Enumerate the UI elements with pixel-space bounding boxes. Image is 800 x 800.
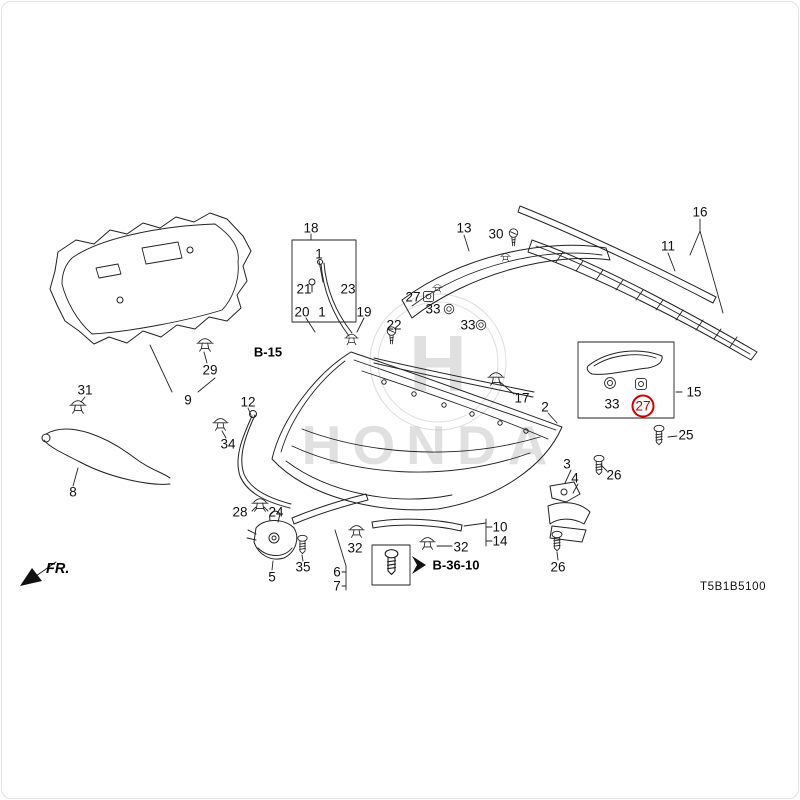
part-callout-27[interactable]: 27 bbox=[405, 289, 421, 305]
ref-label-B-36-10[interactable]: B-36-10 bbox=[432, 557, 480, 573]
part-callout-13[interactable]: 13 bbox=[456, 220, 472, 236]
part-callout-31[interactable]: 31 bbox=[77, 382, 93, 398]
part-callout-11[interactable]: 11 bbox=[660, 238, 676, 254]
part-callout-18[interactable]: 18 bbox=[303, 220, 319, 236]
part-callout-23[interactable]: 23 bbox=[340, 281, 356, 297]
part-callout-19[interactable]: 19 bbox=[356, 304, 372, 320]
part-callout-26[interactable]: 26 bbox=[606, 467, 622, 483]
part-callout-24[interactable]: 24 bbox=[268, 504, 284, 520]
diagram-code: T5B1B5100 bbox=[700, 581, 767, 593]
hood-wire-drawing bbox=[41, 400, 171, 485]
ref-arrow-icon bbox=[412, 556, 426, 574]
part-callout-5[interactable]: 5 bbox=[268, 569, 276, 585]
opener-group-drawing bbox=[291, 239, 359, 346]
part-callout-2[interactable]: 2 bbox=[541, 399, 549, 415]
part-callout-32[interactable]: 32 bbox=[347, 540, 363, 556]
part-callout-1[interactable]: 1 bbox=[318, 304, 326, 320]
part-callout-27-highlighted[interactable]: 27 bbox=[631, 394, 655, 418]
hood-panel-drawing bbox=[271, 351, 563, 511]
part-callout-15[interactable]: 15 bbox=[686, 384, 702, 400]
part-callout-14[interactable]: 14 bbox=[492, 533, 508, 549]
part-callout-20[interactable]: 20 bbox=[294, 304, 310, 320]
hood-hinge-drawing bbox=[547, 424, 665, 552]
honda-watermark: H HONDA bbox=[302, 293, 547, 476]
part-callout-6[interactable]: 6 bbox=[333, 564, 341, 580]
part-callout-33[interactable]: 33 bbox=[425, 301, 441, 317]
part-callout-21[interactable]: 21 bbox=[296, 281, 312, 297]
part-callout-8[interactable]: 8 bbox=[69, 484, 77, 500]
watermark-h-letter: H bbox=[409, 319, 467, 408]
part-callout-10[interactable]: 10 bbox=[492, 519, 508, 535]
part-callout-25[interactable]: 25 bbox=[678, 427, 694, 443]
fr-arrow-icon bbox=[20, 561, 57, 586]
part-callout-29[interactable]: 29 bbox=[202, 362, 218, 378]
cowl-seal-drawing bbox=[373, 357, 535, 398]
part-callout-33[interactable]: 33 bbox=[604, 396, 620, 412]
part-callout-34[interactable]: 34 bbox=[220, 436, 236, 452]
part-callout-17[interactable]: 17 bbox=[514, 390, 530, 406]
part-callout-16[interactable]: 16 bbox=[692, 204, 708, 220]
garnish-group-drawing bbox=[577, 341, 675, 419]
part-callout-33[interactable]: 33 bbox=[460, 317, 476, 333]
hood-lock-drawing bbox=[246, 498, 308, 560]
leader-lines bbox=[72, 218, 724, 591]
part-callout-1[interactable]: 1 bbox=[315, 246, 323, 262]
part-callout-28[interactable]: 28 bbox=[232, 504, 248, 520]
part-callout-12[interactable]: 12 bbox=[240, 394, 256, 410]
fr-direction-label: FR. bbox=[46, 561, 70, 577]
seal-rubber-drawing bbox=[291, 493, 463, 550]
windshield-molding-drawing bbox=[517, 205, 758, 361]
part-callout-7[interactable]: 7 bbox=[333, 578, 341, 594]
hood-insulator-drawing bbox=[49, 212, 252, 352]
part-callout-9[interactable]: 9 bbox=[184, 392, 192, 408]
part-callout-30[interactable]: 30 bbox=[488, 226, 504, 242]
part-callout-4[interactable]: 4 bbox=[571, 470, 579, 486]
hood-stay-rod-drawing bbox=[212, 410, 292, 509]
part-callout-35[interactable]: 35 bbox=[295, 559, 311, 575]
ref-b3610-box bbox=[371, 544, 426, 586]
part-callout-22[interactable]: 22 bbox=[386, 317, 402, 333]
cowl-top-drawing bbox=[386, 228, 611, 345]
part-callout-3[interactable]: 3 bbox=[563, 456, 571, 472]
ref-label-B-15[interactable]: B-15 bbox=[253, 344, 283, 360]
part-callout-32[interactable]: 32 bbox=[453, 539, 469, 555]
part-callout-26[interactable]: 26 bbox=[550, 559, 566, 575]
